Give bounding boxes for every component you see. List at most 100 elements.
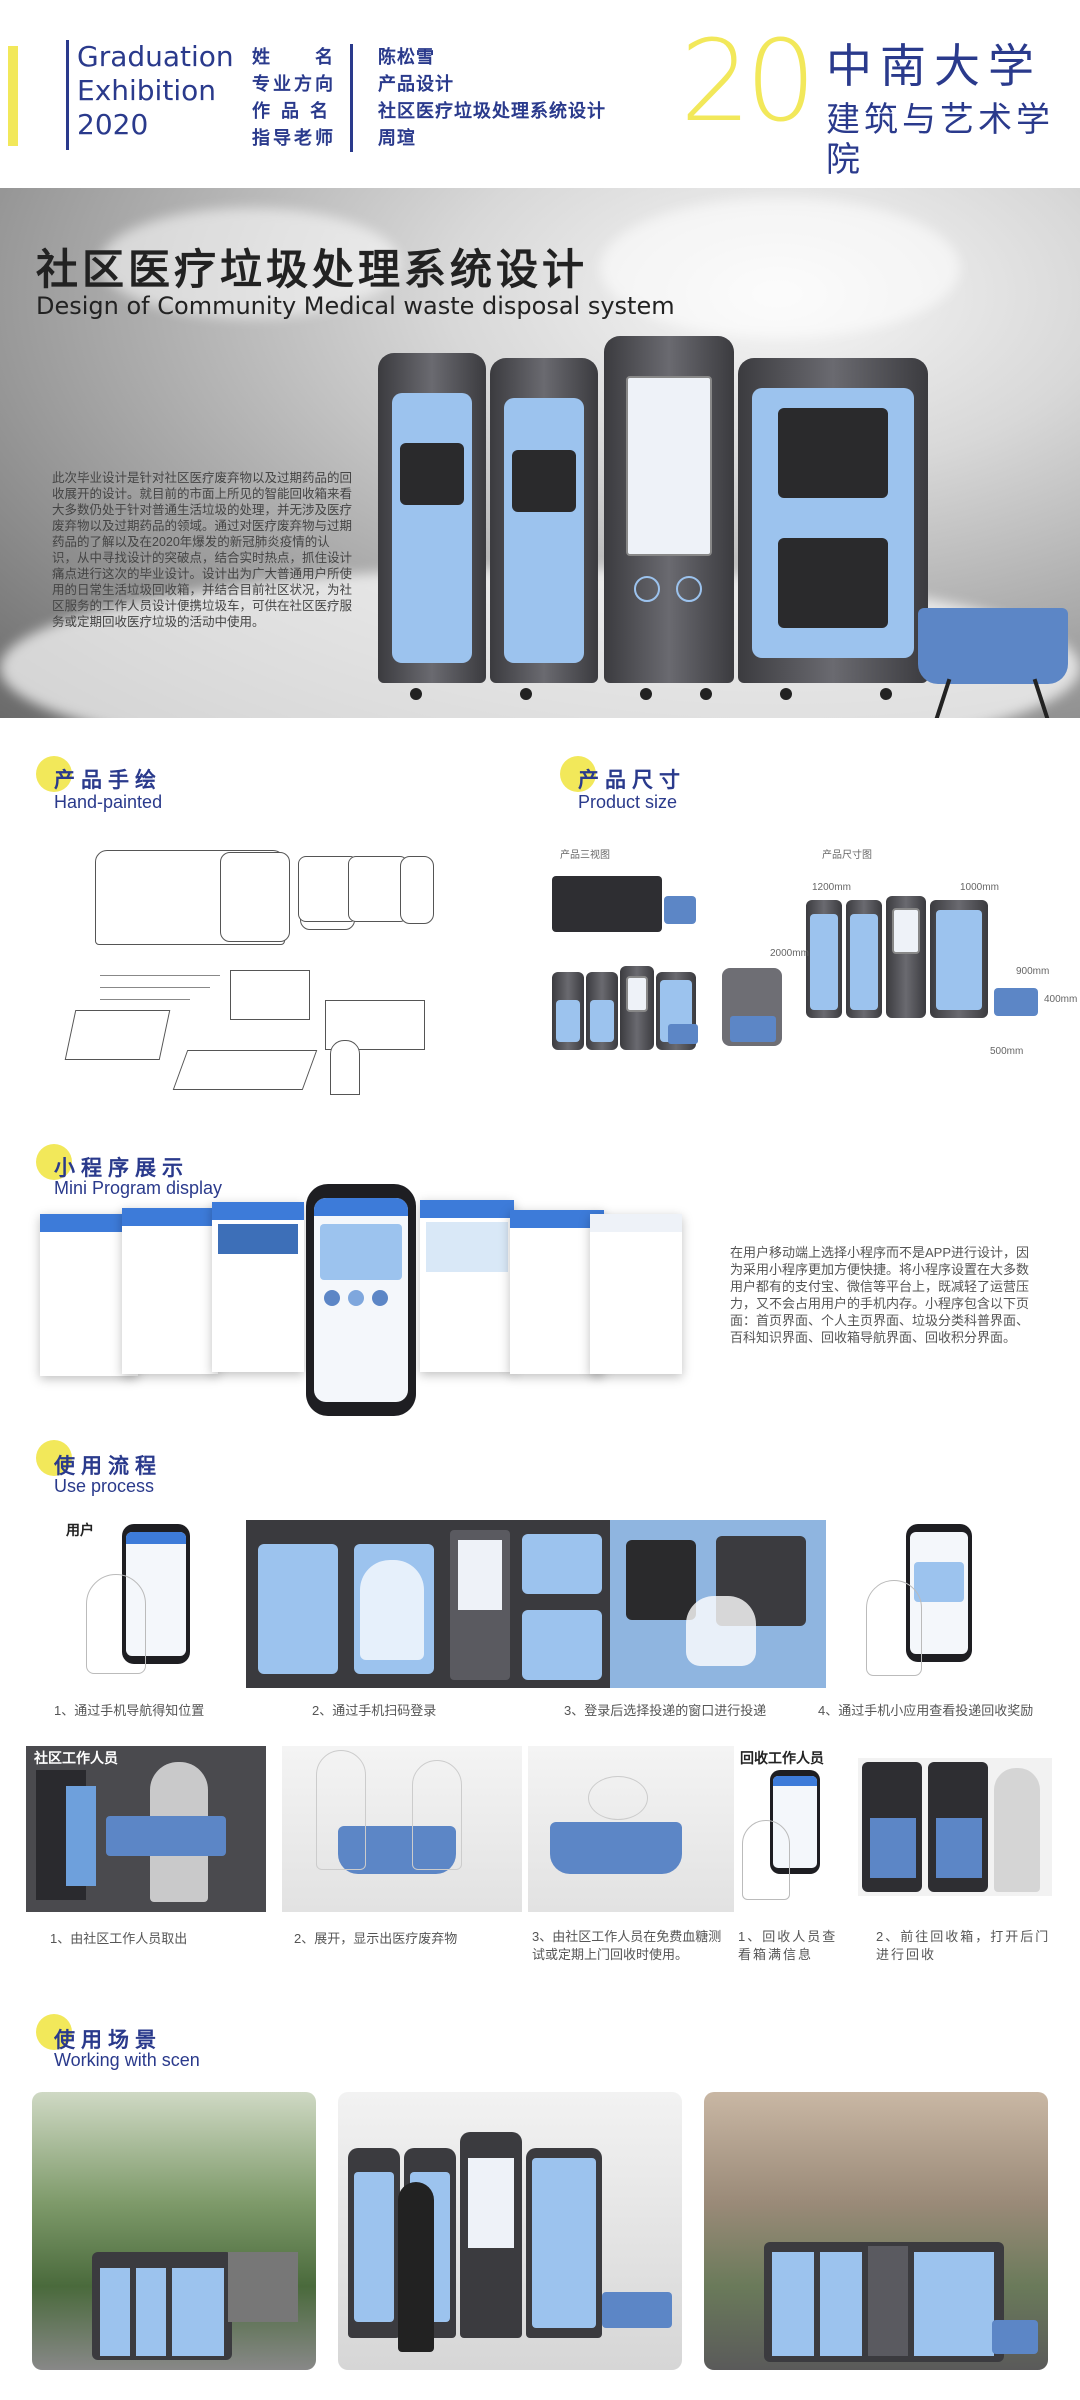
label-advisor: 指导老师 [252, 128, 336, 148]
user-step-3: 3、登录后选择投递的窗口进行投递 [564, 1703, 767, 1718]
scene-park-photo [32, 2092, 316, 2370]
dimension-bin [930, 900, 988, 1018]
university-name: 中南大学 [826, 40, 1042, 92]
phone-mockup [306, 1184, 416, 1416]
project-title-en: Design of Community Medical waste dispos… [36, 292, 675, 320]
cart-use-photo [528, 1746, 734, 1912]
sketch-note-line [100, 975, 220, 976]
community-staff-photo [26, 1746, 266, 1912]
cloud [600, 198, 960, 338]
side-view-cart [730, 1016, 776, 1042]
bin-panel [392, 393, 472, 663]
sketch-cart [64, 1010, 171, 1060]
cloud [100, 208, 400, 318]
screen-map [212, 1202, 304, 1372]
recycle-bin-2 [490, 358, 598, 683]
bin-window [400, 443, 464, 505]
section-dot [36, 1144, 72, 1180]
user-step-4: 4、通过手机小应用查看投递回收奖励 [818, 1703, 1034, 1718]
section-title-use-process: 使用流程 [54, 1455, 162, 1478]
sketch-note-line [100, 999, 190, 1000]
dim-cart-depth: 500mm [990, 1046, 1024, 1057]
wheel [410, 688, 422, 700]
front-view-bin [586, 972, 618, 1050]
dimension-bin [806, 900, 842, 1018]
accent-bar [8, 46, 18, 146]
year-mark: 20 [680, 17, 816, 147]
section-dot [560, 756, 596, 792]
phone-home-screen [314, 1198, 408, 1402]
label-major: 专业方向 [252, 74, 336, 94]
info-values: 陈松雪 产品设计 社区医疗垃圾处理系统设计 周瑄 [378, 44, 606, 152]
grad-line-1: Graduation [77, 40, 234, 73]
recycle-window [778, 408, 888, 498]
hand-outline [86, 1574, 146, 1674]
medical-window [778, 538, 888, 628]
grad-line-3: 2020 [77, 108, 149, 141]
top-view [552, 876, 662, 932]
project-title-cn: 社区医疗垃圾处理系统设计 [36, 246, 589, 293]
scan-icon [634, 576, 660, 602]
community-step-2: 2、展开，显示出医疗废弃物 [294, 1931, 458, 1946]
role-user: 用户 [66, 1522, 94, 1538]
value-advisor: 周瑄 [378, 128, 416, 148]
dim-depth: 1000mm [960, 882, 999, 893]
recycle-bin-1 [378, 353, 486, 683]
section-subtitle-working-scene: Working with scen [54, 2050, 200, 2070]
screen-knowledge [420, 1200, 514, 1372]
scene-studio-photo [338, 2092, 682, 2370]
sketch-bin [220, 852, 290, 942]
section-title-product-size: 产品尺寸 [578, 769, 686, 792]
label-name: 姓 名 [252, 47, 336, 67]
dim-cart-height: 400mm [1044, 994, 1078, 1005]
hero-banner [0, 188, 1080, 718]
dim-cart-width: 900mm [1016, 966, 1050, 977]
hand-outline [742, 1820, 790, 1900]
drop-icon [676, 576, 702, 602]
section-title-working-scene: 使用场景 [54, 2029, 162, 2052]
section-subtitle-product-size: Product size [578, 792, 678, 812]
sketch-cart-open [172, 1050, 318, 1090]
grad-line-2: Exhibition [77, 74, 216, 107]
three-view-label: 产品三视图 [560, 850, 610, 861]
recycler-step-2: 2、前往回收箱，打开后门进行回收 [876, 1929, 1051, 1962]
section-title-mini-program: 小程序展示 [54, 1157, 189, 1180]
sketch-note-line [100, 987, 210, 988]
dim-width: 1200mm [812, 882, 851, 893]
value-major: 产品设计 [378, 74, 454, 94]
section-dot [36, 2014, 72, 2050]
graduation-exhibition-label: Graduation Exhibition 2020 [66, 40, 236, 150]
wheel [640, 688, 652, 700]
hand-outline [866, 1580, 922, 1676]
dim-height: 2000mm [770, 948, 809, 959]
cart-open-photo [282, 1746, 522, 1912]
wheel [780, 688, 792, 700]
section-subtitle-mini-program: Mini Program display [54, 1178, 223, 1198]
user-step-1: 1、通过手机导航得知位置 [54, 1703, 205, 1718]
sketch-bin-side [348, 856, 408, 922]
user-step-2: 2、通过手机扫码登录 [312, 1703, 437, 1718]
user-phone-reward [906, 1524, 972, 1662]
dimension-cart [994, 988, 1038, 1016]
mini-program-description: 在用户移动端上选择小程序而不是APP进行设计，因为采用小程序更加方便快捷。将小程… [730, 1245, 1030, 1345]
role-community-staff: 社区工作人员 [34, 1750, 118, 1766]
bin-display-screen [626, 376, 712, 556]
section-dot [36, 756, 72, 792]
sketch-detail [230, 970, 310, 1020]
project-description: 此次毕业设计是针对社区医疗废弃物以及过期药品的回收展开的设计。就目前的市面上所见… [52, 471, 353, 629]
dimension-label: 产品尺寸图 [822, 850, 872, 861]
front-view-bin [552, 972, 584, 1050]
label-work: 作 品 名 [252, 101, 332, 121]
front-view-bin [620, 966, 654, 1050]
medical-waste-cart [918, 608, 1068, 684]
front-view-bin [656, 972, 696, 1050]
recycle-bin-4 [738, 358, 928, 683]
bin-window [512, 450, 576, 512]
section-subtitle-use-process: Use process [54, 1476, 155, 1496]
section-title-hand-painted: 产品手绘 [54, 769, 162, 792]
screen-profile [590, 1214, 682, 1374]
front-view-cart [668, 1024, 698, 1044]
sketch-person [330, 1040, 360, 1095]
section-dot [36, 1440, 72, 1476]
community-step-3: 3、由社区工作人员在免费血糖测试或定期上门回收时使用。 [532, 1929, 722, 1962]
